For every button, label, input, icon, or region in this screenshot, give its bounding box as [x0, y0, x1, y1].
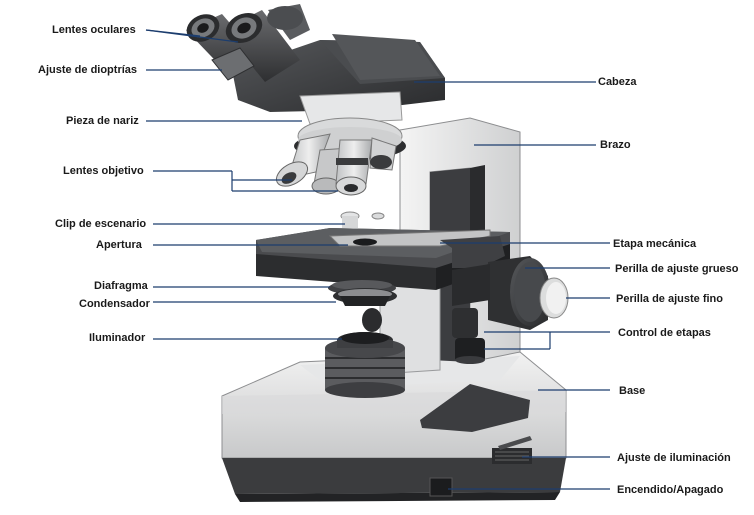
label-condensador: Condensador	[79, 297, 150, 311]
label-iluminador: Iluminador	[89, 331, 145, 345]
label-cabeza: Cabeza	[598, 75, 637, 89]
label-base: Base	[619, 384, 645, 398]
label-ajuste-dioptrias: Ajuste de dioptrías	[38, 63, 137, 77]
power-switch[interactable]	[430, 478, 452, 496]
label-clip-escenario: Clip de escenario	[55, 217, 146, 231]
label-lentes-objetivo: Lentes objetivo	[63, 164, 144, 178]
label-ajuste-iluminacion: Ajuste de iluminación	[617, 451, 731, 465]
aperture	[353, 239, 377, 246]
label-lentes-oculares: Lentes oculares	[52, 23, 136, 37]
label-etapa-mecanica: Etapa mecánica	[613, 237, 696, 251]
label-perilla-grueso: Perilla de ajuste grueso	[615, 262, 739, 276]
focus-housing	[452, 264, 490, 306]
label-apertura: Apertura	[96, 238, 142, 252]
label-control-etapas: Control de etapas	[618, 326, 711, 340]
illuminator	[325, 332, 405, 398]
label-diafragma: Diafragma	[94, 279, 148, 293]
fine-focus-knob[interactable]	[540, 278, 568, 318]
substage-part	[362, 308, 382, 332]
label-encendido: Encendido/Apagado	[617, 483, 723, 497]
label-pieza-nariz: Pieza de nariz	[66, 114, 139, 128]
label-brazo: Brazo	[600, 138, 631, 152]
label-perilla-fino: Perilla de ajuste fino	[616, 292, 723, 306]
